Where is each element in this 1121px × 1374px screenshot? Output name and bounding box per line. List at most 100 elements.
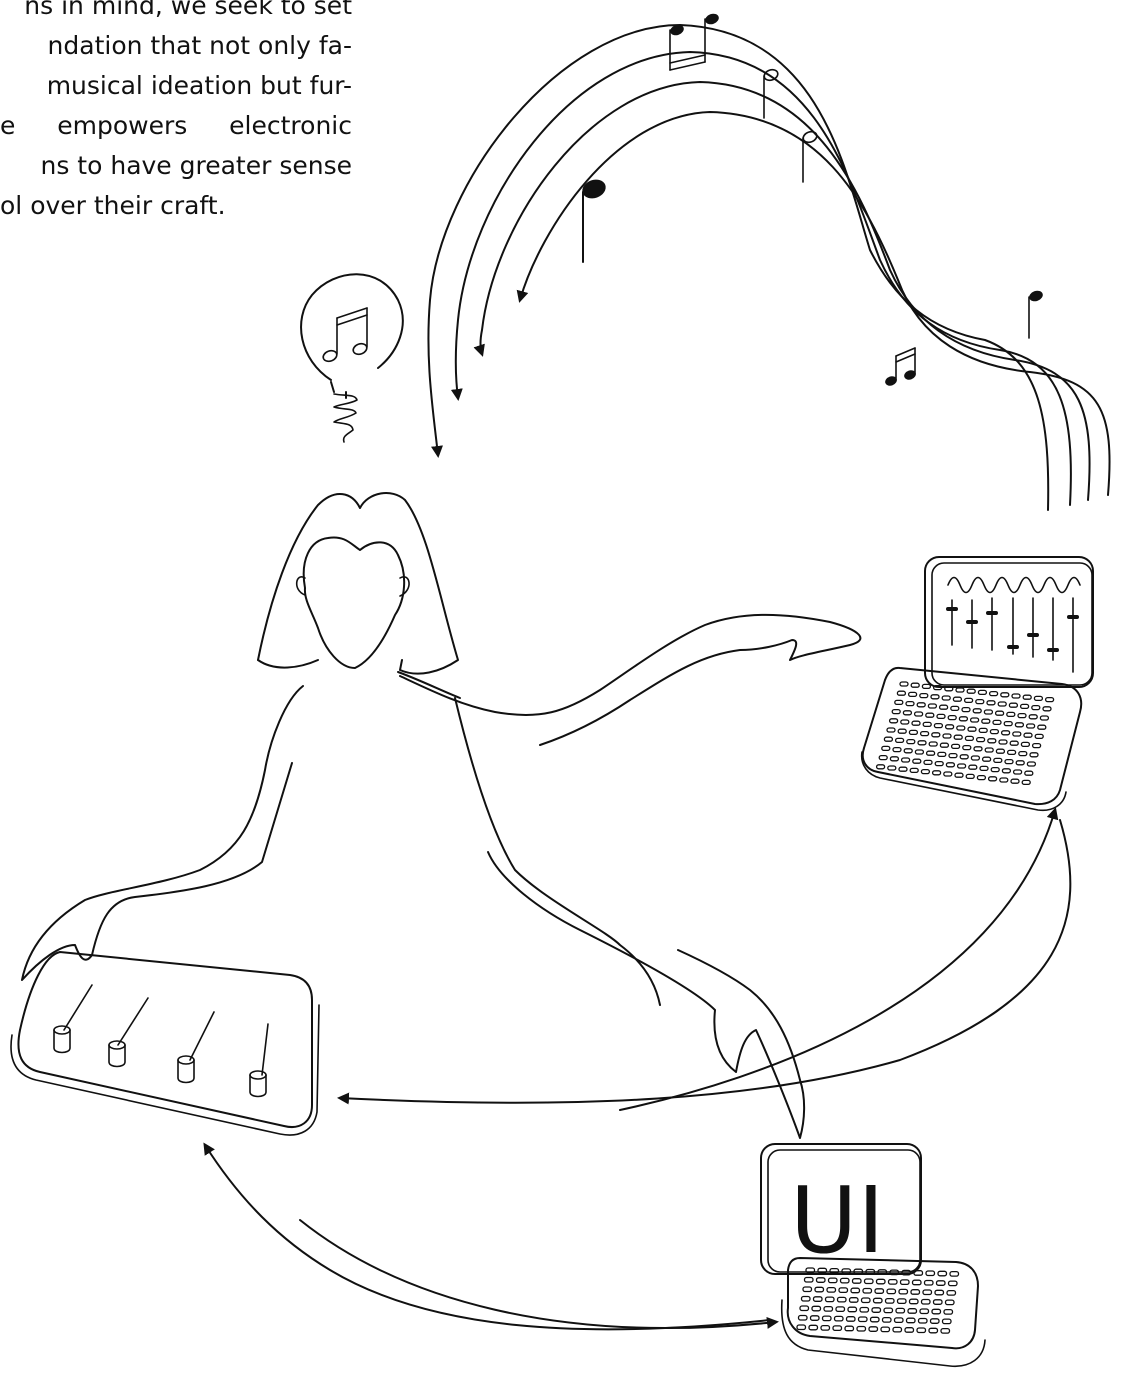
keyboard-key [991,768,999,772]
keyboard-key [946,725,954,729]
keyboard-key [990,692,998,696]
keyboard-key [1034,696,1042,700]
musician-figure [22,493,860,1138]
knob-1 [54,985,92,1053]
keyboard-key [988,739,996,743]
laptop-mixer-keyboard [877,682,1054,784]
beamed-notes-top [669,12,721,70]
keyboard-key [1040,716,1048,720]
keyboard-key [838,1297,847,1302]
keyboard-key [960,755,968,759]
knob-2 [109,998,148,1067]
keyboard-key [941,1329,950,1334]
keyboard-key [938,1271,947,1276]
keyboard-key [1009,703,1017,707]
keyboard-key [920,1309,929,1314]
keyboard-key [928,704,936,708]
keyboard-key [848,1307,857,1312]
keyboard-key [965,736,973,740]
keyboard-key [954,735,962,739]
keyboard-key [952,744,960,748]
keyboard-key [817,1278,826,1283]
keyboard-key [896,1308,905,1313]
keyboard-key [879,756,887,760]
keyboard-key [940,705,948,709]
keyboard-key [823,1316,832,1321]
keyboard-key [968,727,976,731]
keyboard-key [948,716,956,720]
keyboard-key [926,713,934,717]
keyboard-key [925,1281,934,1286]
keyboard-key [821,1326,830,1331]
keyboard-key [949,754,957,758]
keyboard-key [895,700,903,704]
keyboard-key [857,1327,866,1332]
keyboard-key [989,777,997,781]
keyboard-key [946,763,954,767]
keyboard-key [859,1317,868,1322]
keyboard-key [872,1308,881,1313]
keyboard-key [935,1290,944,1295]
keyboard-key [1038,725,1046,729]
keyboard-key [932,733,940,737]
keyboard-key [833,1326,842,1331]
keyboard-key [900,682,908,686]
midi-controller [11,952,319,1135]
keyboard-key [889,1280,898,1285]
keyboard-key [971,756,979,760]
keyboard-key [957,726,965,730]
keyboard-key [898,1299,907,1304]
keyboard-key [978,690,986,694]
keyboard-key [906,702,914,706]
keyboard-key [949,1281,958,1286]
keyboard-key [950,1272,959,1277]
keyboard-key [909,692,917,696]
keyboard-key [890,719,898,723]
keyboard-key [931,1319,940,1324]
keyboard-key [913,1280,922,1285]
keyboard-key [984,710,992,714]
keyboard-key [985,748,993,752]
music-notes [580,12,1045,387]
keyboard-key [887,728,895,732]
keyboard-key [1004,722,1012,726]
keyboard-key [921,770,929,774]
keyboard-key [802,1297,811,1302]
keyboard-key [884,1308,893,1313]
keyboard-key [959,717,967,721]
keyboard-key [922,1300,931,1305]
keyboard-key [824,1307,833,1312]
keyboard-key [974,747,982,751]
keyboard-key [910,768,918,772]
keyboard-key [931,695,939,699]
keyboard-key [903,711,911,715]
keyboard-key [799,1316,808,1321]
keyboard-key [982,719,990,723]
keyboard-key [1000,778,1008,782]
keyboard-key [1002,769,1010,773]
knob-4 [250,1024,268,1097]
laptop-ui-keyboard [797,1268,959,1333]
keyboard-key [884,737,892,741]
keyboard-key [1023,695,1031,699]
keyboard-key [1025,771,1033,775]
keyboard-key [976,700,984,704]
keyboard-key [881,1327,890,1332]
keyboard-key [874,1298,883,1303]
keyboard-key [973,709,981,713]
keyboard-key [945,687,953,691]
keyboard-key [966,774,974,778]
keyboard-key [860,1308,869,1313]
keyboard-key [898,729,906,733]
keyboard-key [1016,761,1024,765]
keyboard-key [901,720,909,724]
keyboard-key [851,1288,860,1293]
keyboard-key [1024,733,1032,737]
keyboard-key [811,1316,820,1321]
keyboard-key [814,1297,823,1302]
keyboard-key [1007,712,1015,716]
keyboard-key [1001,693,1009,697]
music-staff-ribbon [428,25,1109,510]
keyboard-key [827,1288,836,1293]
keyboard-key [999,740,1007,744]
